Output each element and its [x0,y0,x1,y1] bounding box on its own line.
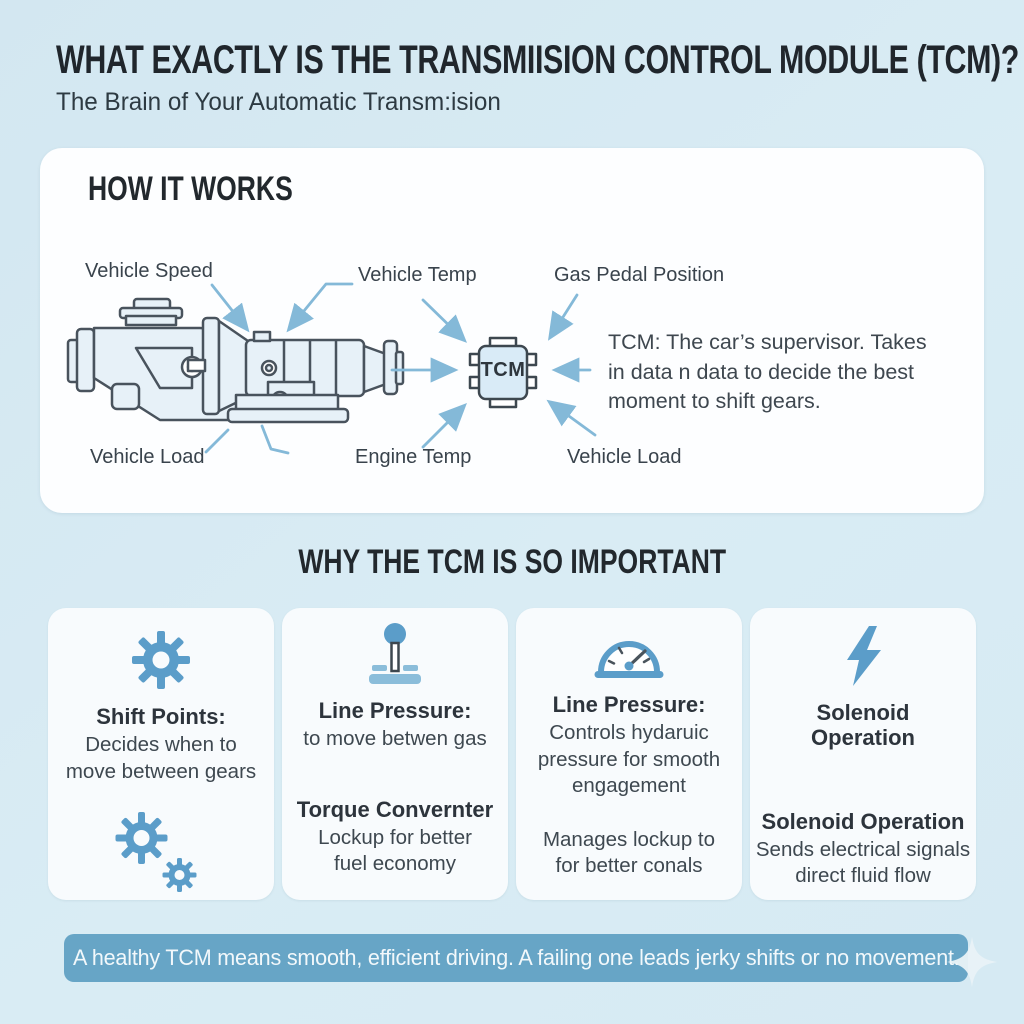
flow-arrows [204,282,597,455]
label-vehicle-load-right: Vehicle Load [567,446,682,468]
card-body: Controls hydaruic pressure for smooth en… [537,721,721,797]
summary-banner-text: A healthy TCM means smooth, efficient dr… [72,945,960,970]
label-vehicle-load-left: Vehicle Load [90,446,205,468]
card-line-pressure: Line Pressure: Controls hydaruic pressur… [516,608,742,900]
page-subtitle: The Brain of Your Automatic Transm:ision [56,88,501,116]
card-body2: Lockup for better fuel economy [318,825,472,876]
how-it-works-card: HOW IT WORKS [40,148,984,513]
card-solenoid-operation: Solenoid Operation Solenoid Operation Se… [750,608,976,900]
card-title: Solenoid Operation [811,700,915,751]
card-shift-points: Shift Points: Decides when to move betwe… [48,608,274,900]
tcm-flow-diagram [66,282,597,455]
card-body2: Sends electrical signals direct fluid fl… [755,837,971,888]
gear-shifter-icon [363,622,427,688]
tcm-description: TCM: The car’s supervisor. Takes in data… [608,330,927,414]
card-body: Decides when to move between gears [65,733,257,783]
tcm-chip-icon [468,336,538,409]
card-title2: Torque Convernter [296,796,494,822]
card-body2: Manages lockup to for better conals [542,828,716,878]
sparkle-icon [947,937,997,987]
label-gas-pedal-position: Gas Pedal Position [554,264,725,286]
importance-cards-row: Shift Points: Decides when to move betwe… [48,608,976,900]
card-title: Line Pressure: [318,698,472,723]
why-tcm-heading: WHY THE TCM IS SO IMPORTANT [298,543,726,581]
transmission-illustration [66,297,405,424]
label-vehicle-speed: Vehicle Speed [85,260,213,282]
tcm-chip-label: TCM [480,359,526,381]
lightning-icon [837,624,889,688]
why-heading-wrap: WHY THE TCM IS SO IMPORTANT [0,543,1024,582]
label-vehicle-temp: Vehicle Temp [358,264,477,286]
gears-icon [111,811,211,902]
card-title: Shift Points: [96,704,226,729]
card-body: to move betwen gas [303,727,487,751]
card-title: Line Pressure: [552,692,706,717]
how-it-works-heading: HOW IT WORKS [88,170,293,208]
label-engine-temp: Engine Temp [355,446,472,468]
gauge-icon [593,628,665,682]
card-torque-converter: Line Pressure: to move betwen gas Torque… [282,608,508,900]
gear-icon [129,628,193,692]
card-title2: Solenoid Operation [761,808,965,834]
page-title: WHAT EXACTLY IS THE TRANSMIISION CONTROL… [56,38,1019,82]
summary-banner: A healthy TCM means smooth, efficient dr… [64,934,968,982]
